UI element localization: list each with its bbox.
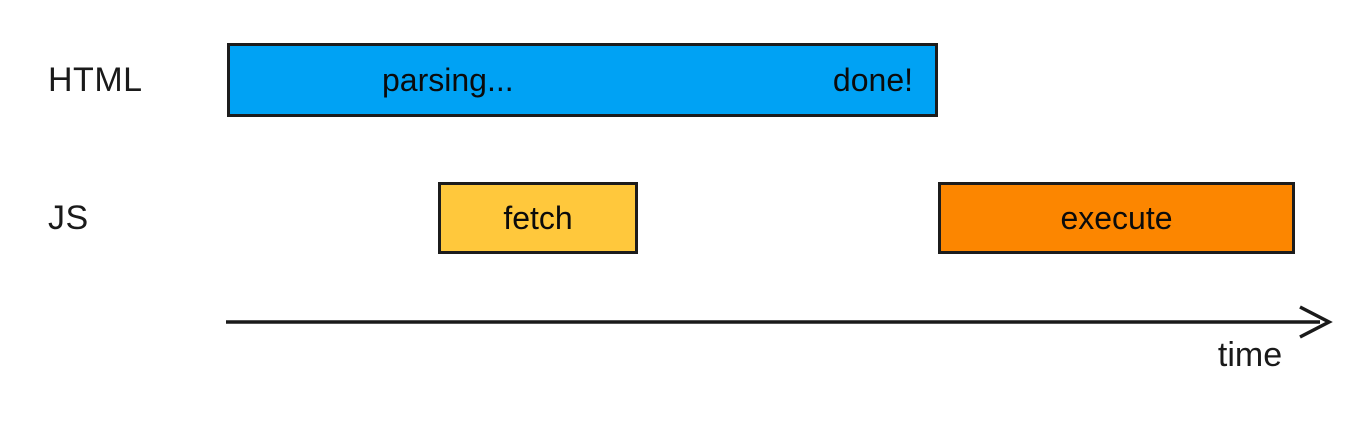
parsing-label: parsing... [382, 61, 514, 98]
fetch-label: fetch [503, 199, 573, 236]
row-label-js: JS [48, 198, 89, 237]
done-label: done! [832, 61, 913, 98]
time-axis-arrow-icon [226, 305, 1333, 339]
execute-label: execute [1060, 199, 1173, 236]
arrowhead-chevron-icon [1299, 305, 1333, 339]
html-parsing-bar: parsing... done! [227, 43, 938, 117]
js-fetch-bar: fetch [438, 182, 638, 254]
js-execute-bar: execute [938, 182, 1295, 254]
row-label-html: HTML [48, 60, 143, 99]
time-axis-label: time [1217, 336, 1283, 374]
